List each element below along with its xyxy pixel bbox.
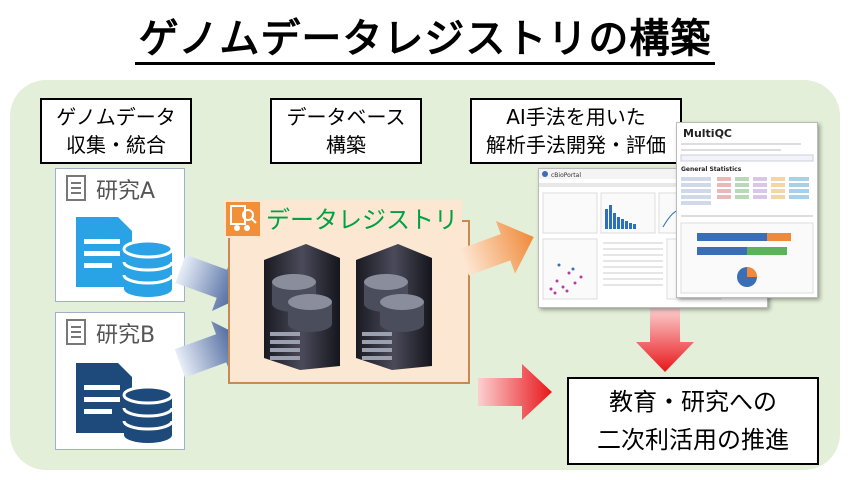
stage-collect-label: ゲノムデータ 収集・統合 [40,98,192,164]
stage-collect-line2: 収集・統合 [66,133,166,157]
stage-database-label: データベース 構築 [270,98,422,164]
arrow-registry-to-analysis [459,220,534,276]
source-a-label: 研究A [96,179,156,204]
general-statistics-label: General Statistics [681,166,742,173]
multiqc-screenshot: MultiQC General Statistics [676,122,818,298]
multiqc-title: MultiQC [683,127,733,140]
stage-ai-label: AI手法を用いた 解析手法開発・評価 [470,98,682,164]
database-document-icon [76,217,174,297]
source-card-b: 研究B [55,312,185,450]
server-icon [264,244,340,370]
stage-ai-line2: 解析手法開発・評価 [486,133,666,157]
document-icon [66,319,86,345]
outcome-line2: 二次利活用の推進 [597,426,789,454]
registry-label: データレジストリ [262,200,462,235]
stage-database-line1: データベース [286,105,406,129]
stage-ai-line1: AI手法を用いた [506,105,646,129]
outcome-box: 教育・研究への 二次利活用の推進 [567,377,819,465]
cbioportal-title: cBioPortal [551,172,581,179]
multiqc-content: General Statistics [680,143,814,294]
arrow-registry-to-outcome [478,364,552,420]
server-icon [356,244,432,370]
arrow-analysis-to-outcome [636,308,694,372]
registry-search-icon [224,200,262,238]
stage-collect-line1: ゲノムデータ [56,105,176,129]
source-b-label: 研究B [96,323,156,348]
stage-database-line2: 構築 [326,133,366,157]
source-card-a: 研究A [55,168,185,302]
diagram-title: ゲノムデータレジストリの構築 [0,6,850,65]
document-icon [66,175,86,201]
database-document-icon [76,363,174,443]
outcome-line1: 教育・研究への [609,388,777,416]
